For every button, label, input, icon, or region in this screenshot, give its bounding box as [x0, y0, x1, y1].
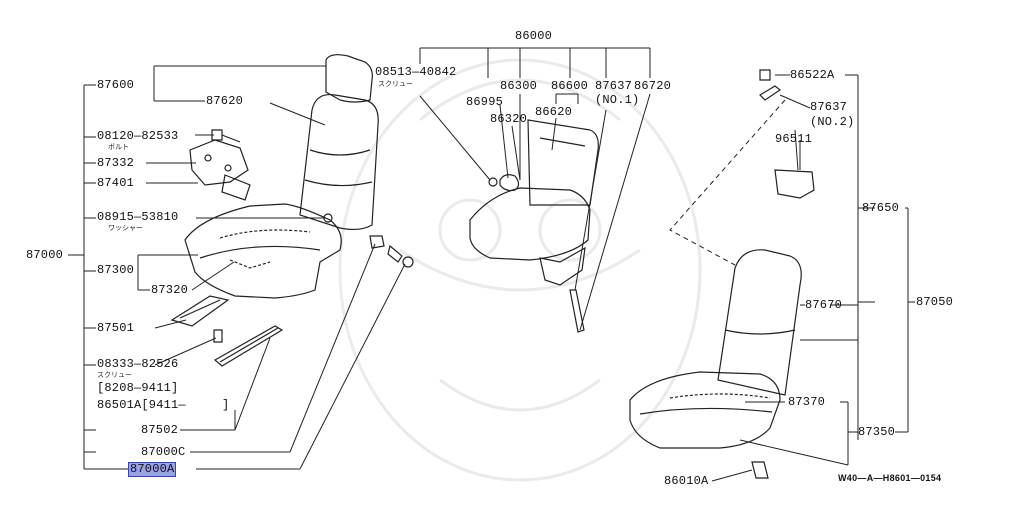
part-86600-label: 86600 — [551, 79, 589, 93]
part-87501-label: 87501 — [97, 321, 135, 335]
part-86620-label: 86620 — [535, 105, 573, 119]
part-87401-label: 87401 — [97, 176, 135, 190]
part-86010A-label: 86010A — [664, 474, 709, 488]
part-86000-label: 86000 — [515, 29, 553, 43]
diagram-code-label: W40—A—H8601—0154 — [838, 473, 942, 483]
part-86720-label: 86720 — [634, 79, 672, 93]
part-87000-label: 87000 — [26, 248, 64, 262]
part-08513-label: 08513—40842 — [375, 65, 457, 79]
part-87300-label: 87300 — [97, 263, 135, 277]
part-87620-label: 87620 — [206, 94, 244, 108]
part-87650-label: 87650 — [862, 201, 900, 215]
part-8208-range-label: [8208—9411] — [97, 381, 179, 395]
part-87670-label: 87670 — [805, 298, 843, 312]
part-87350-label: 87350 — [858, 425, 896, 439]
part-86501A-label: 86501A[9411— — [97, 398, 186, 412]
right-seat-drawing — [629, 69, 815, 479]
washer-kana-label: ワッシャー — [108, 224, 143, 232]
screw-kana-label-middle: スクリュー — [378, 80, 413, 88]
part-87600-label: 87600 — [97, 78, 135, 92]
part-86522A-label: 86522A — [790, 68, 835, 82]
part-87637-no2-label: 87637 — [810, 100, 848, 114]
part-87320-label: 87320 — [151, 283, 189, 297]
part-86320-label: 86320 — [490, 112, 528, 126]
middle-seat-drawing — [469, 119, 599, 333]
part-87637-no1-sub-label: (NO.1) — [595, 93, 640, 107]
part-96511-label: 96511 — [775, 132, 813, 146]
part-86995-label: 86995 — [466, 95, 504, 109]
part-87000A-label-highlighted[interactable]: 87000A — [128, 462, 177, 477]
leader-lines — [68, 47, 915, 482]
left-seat-drawing — [170, 54, 414, 367]
part-86300-label: 86300 — [500, 79, 538, 93]
part-87000C-label: 87000C — [141, 445, 186, 459]
part-08915-label: 08915—53810 — [97, 210, 179, 224]
part-87332-label: 87332 — [97, 156, 135, 170]
part-87637-no2-sub-label: (NO.2) — [810, 115, 855, 129]
part-87637-no1-label: 87637 — [595, 79, 633, 93]
bolt-kana-label: ボルト — [108, 143, 129, 151]
screw-kana-label-left: スクリュー — [97, 371, 132, 379]
part-87050-label: 87050 — [916, 295, 954, 309]
part-08333-label: 08333—82526 — [97, 357, 179, 371]
part-87502-label: 87502 — [141, 423, 179, 437]
bracket-close-label: ] — [222, 398, 230, 412]
part-08120-label: 08120—82533 — [97, 129, 179, 143]
part-87370-label: 87370 — [788, 395, 826, 409]
